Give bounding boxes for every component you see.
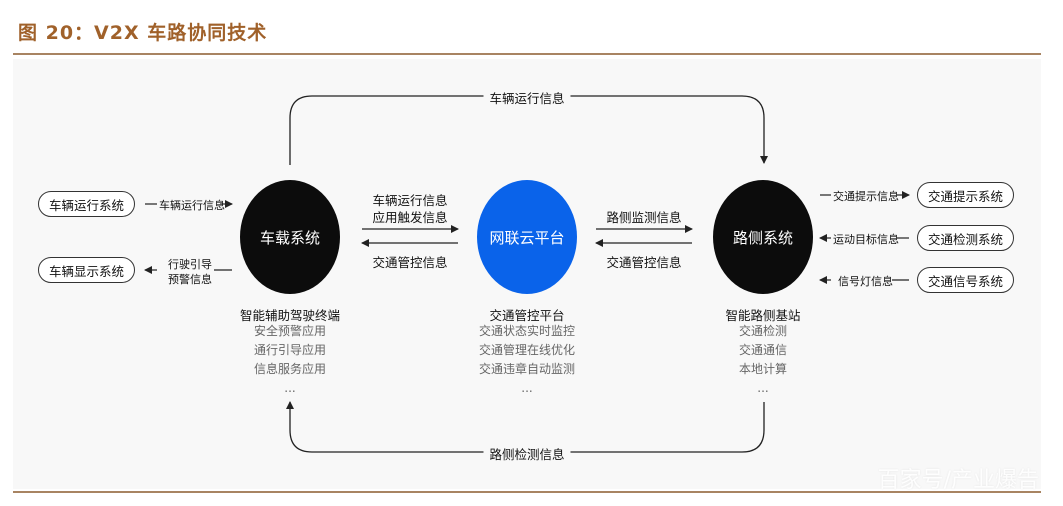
bottom-rule [13, 491, 1041, 493]
left-guide-label-2: 预警信息 [168, 273, 212, 286]
vehicle-item: 通行引导应用 [253, 343, 327, 357]
vehicle-item: ... [284, 381, 296, 395]
c2v-label: 交通管控信息 [372, 255, 448, 270]
roadside-item: ... [757, 381, 769, 395]
cloud-item: 交通状态实时监控 [478, 324, 576, 338]
roadside-system-node: 路侧系统 [713, 180, 813, 294]
vehicle-item: 安全预警应用 [253, 324, 327, 338]
top-loop-label: 车辆运行信息 [483, 88, 571, 107]
traffic-signal-system-box: 交通信号系统 [917, 267, 1014, 293]
roadside-item: 本地计算 [738, 362, 788, 376]
vehicle-caption: 智能辅助驾驶终端 [239, 308, 341, 323]
watermark: 百家号/产业爆告 [877, 468, 1039, 493]
cloud-item: 交通管理在线优化 [478, 343, 576, 357]
traffic-prompt-system-box: 交通提示系统 [917, 182, 1014, 208]
roadside-items: 交通检测 交通通信 本地计算 ... [739, 322, 787, 398]
top-rule [13, 53, 1041, 55]
roadside-caption: 智能路侧基站 [725, 308, 801, 323]
cloud-items: 交通状态实时监控 交通管理在线优化 交通违章自动监测 ... [479, 322, 575, 398]
c2r-label: 交通管控信息 [606, 255, 682, 270]
roadside-item: 交通通信 [738, 343, 788, 357]
r2c-label: 路侧监测信息 [606, 210, 682, 225]
roadside-item: 交通检测 [738, 324, 788, 338]
cloud-platform-node: 网联云平台 [477, 180, 577, 294]
r-target-label: 运动目标信息 [833, 233, 899, 246]
v2c-label-2: 应用触发信息 [372, 210, 448, 225]
vehicle-system-node: 车载系统 [240, 180, 340, 294]
vehicle-item: 信息服务应用 [253, 362, 327, 376]
vehicle-run-system-box: 车辆运行系统 [38, 191, 135, 217]
v2c-label-1: 车辆运行信息 [372, 193, 448, 208]
r-prompt-label: 交通提示信息 [833, 190, 899, 203]
vehicle-items: 安全预警应用 通行引导应用 信息服务应用 ... [254, 322, 326, 398]
left-run-label: 车辆运行信息 [159, 199, 225, 212]
r-signal-label: 信号灯信息 [838, 275, 893, 288]
cloud-item: 交通违章自动监测 [478, 362, 576, 376]
bottom-loop-label: 路侧检测信息 [483, 444, 571, 463]
cloud-caption: 交通管控平台 [489, 308, 565, 323]
vehicle-display-system-box: 车辆显示系统 [38, 257, 135, 283]
figure-title: 图 20：V2X 车路协同技术 [18, 22, 268, 44]
traffic-detect-system-box: 交通检测系统 [917, 225, 1014, 251]
left-guide-label-1: 行驶引导 [168, 258, 212, 271]
cloud-item: ... [521, 381, 533, 395]
